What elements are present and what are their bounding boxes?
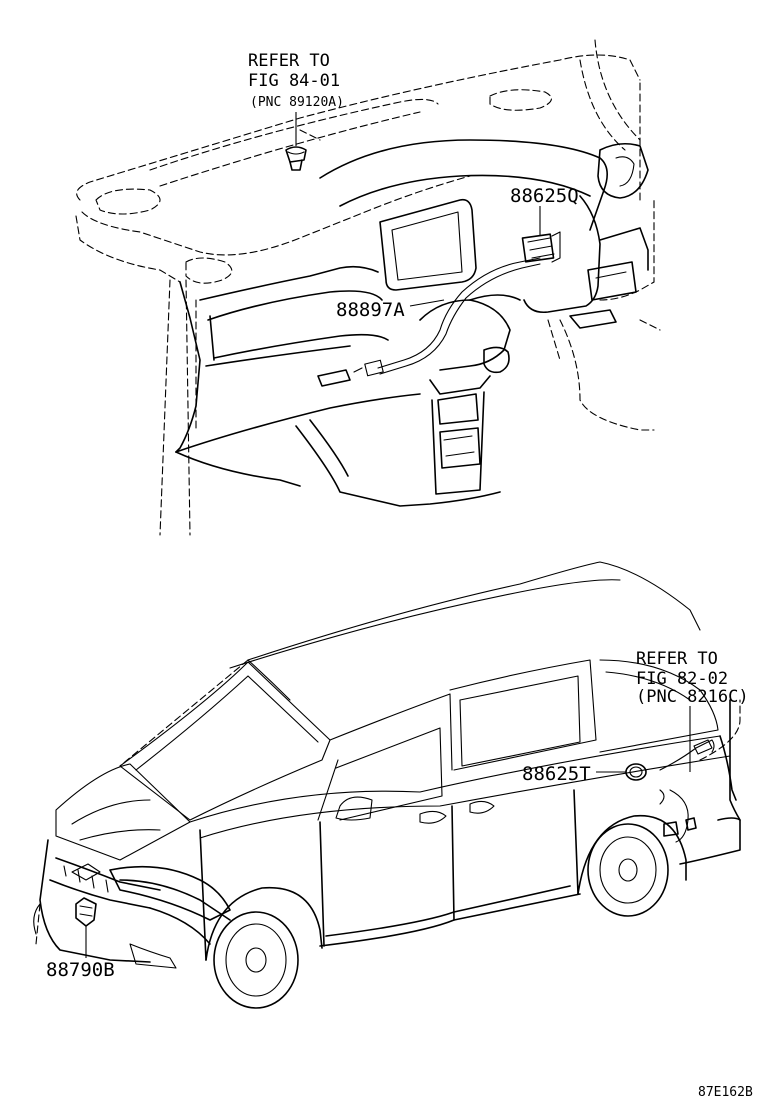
figure-code: 87E162B [698,1085,753,1100]
dashboard-illustration [75,39,661,536]
callout-bottom-line3: (PNC 8216C) [636,687,749,707]
part-label-88625q: 88625Q [510,185,579,207]
callout-bottom-line1: REFER TO [636,649,718,669]
part-label-88790b: 88790B [46,959,115,981]
leader-lines-bottom [85,706,691,958]
callout-bottom-line2: FIG 82-02 [636,669,728,689]
part-label-88897a: 88897A [336,299,405,321]
callout-top-line2: FIG 84-01 [248,71,340,91]
part-label-88625t: 88625T [522,763,591,785]
callout-top-line1: REFER TO [248,51,330,71]
vehicle-illustration [33,561,741,1009]
leader-lines-top [295,112,541,307]
callout-top-line3: (PNC 89120A) [250,95,344,110]
